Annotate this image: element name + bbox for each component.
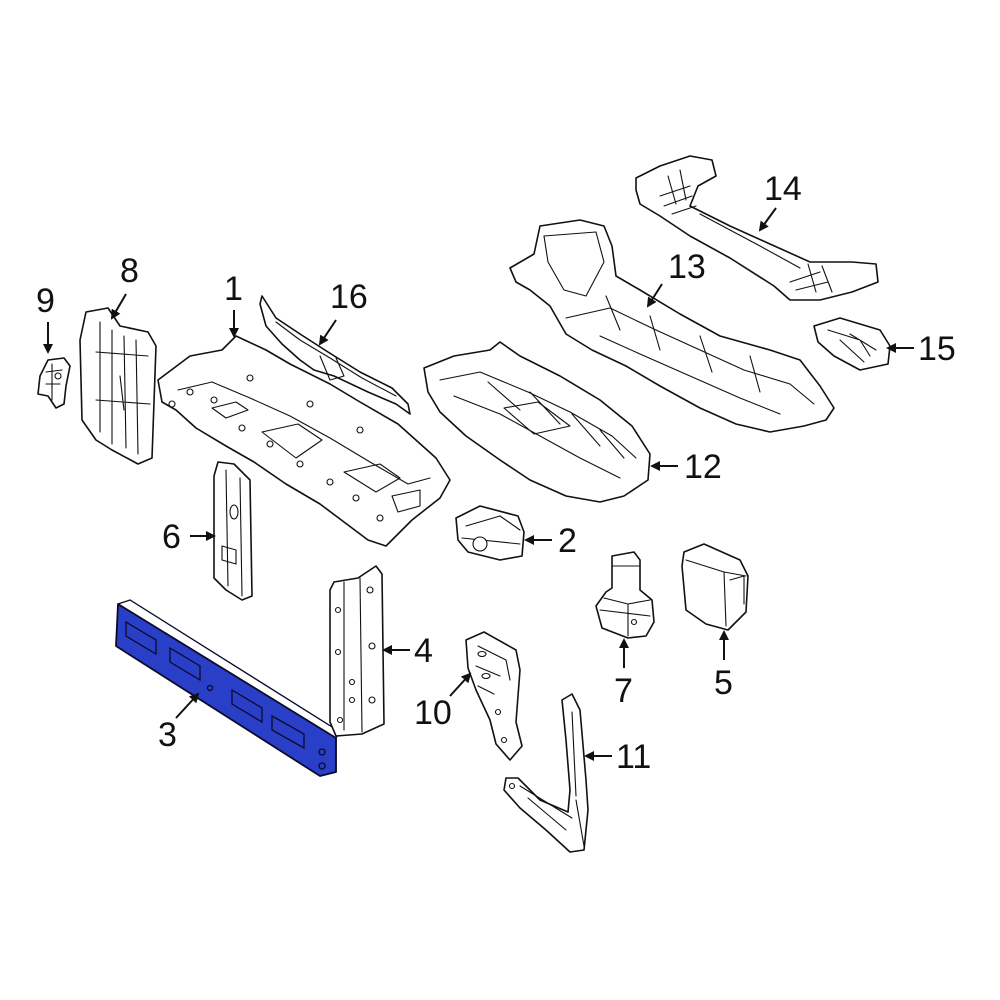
part-8-air-guide[interactable] (79, 307, 157, 465)
part-16-seal-strip[interactable] (259, 295, 411, 415)
callout-5: 5 (714, 664, 733, 702)
callout-2: 2 (558, 522, 577, 560)
callout-12: 12 (684, 448, 722, 486)
part-3-body (115, 603, 337, 777)
callout-14: 14 (764, 170, 802, 208)
part-1-upper-panel[interactable] (157, 335, 451, 547)
callout-7: 7 (614, 672, 633, 710)
callout-10: 10 (414, 694, 452, 732)
part-7-connector[interactable] (595, 551, 655, 639)
callout-9: 9 (36, 282, 55, 320)
callout-8: 8 (120, 252, 139, 290)
callout-16: 16 (330, 278, 368, 316)
callout-15: 15 (918, 330, 956, 368)
part-3-lower-crossmember[interactable] (115, 599, 341, 777)
leader-lines (43, 207, 914, 761)
part-10-bracket[interactable] (465, 631, 523, 761)
callout-11: 11 (616, 738, 651, 776)
callout-1: 1 (224, 270, 243, 308)
part-11-lower-bracket[interactable] (503, 693, 589, 853)
part-6-left-support[interactable] (213, 461, 253, 601)
callout-labels: 1 2 3 4 5 6 7 8 9 10 11 12 13 14 15 16 (36, 170, 956, 776)
part-9-bracket[interactable] (37, 357, 71, 409)
part-4-right-support[interactable] (329, 565, 385, 737)
part-13-air-duct[interactable] (509, 219, 835, 433)
part-14-top-cover[interactable] (635, 155, 879, 301)
part-15-duct-piece[interactable] (813, 317, 891, 371)
part-12-undertray[interactable] (423, 341, 651, 503)
callout-6: 6 (162, 518, 181, 556)
callout-3: 3 (158, 716, 177, 754)
part-2-mount[interactable] (455, 505, 525, 561)
callout-13: 13 (668, 248, 706, 286)
part-5-module[interactable] (681, 543, 749, 631)
callout-4: 4 (414, 632, 433, 670)
